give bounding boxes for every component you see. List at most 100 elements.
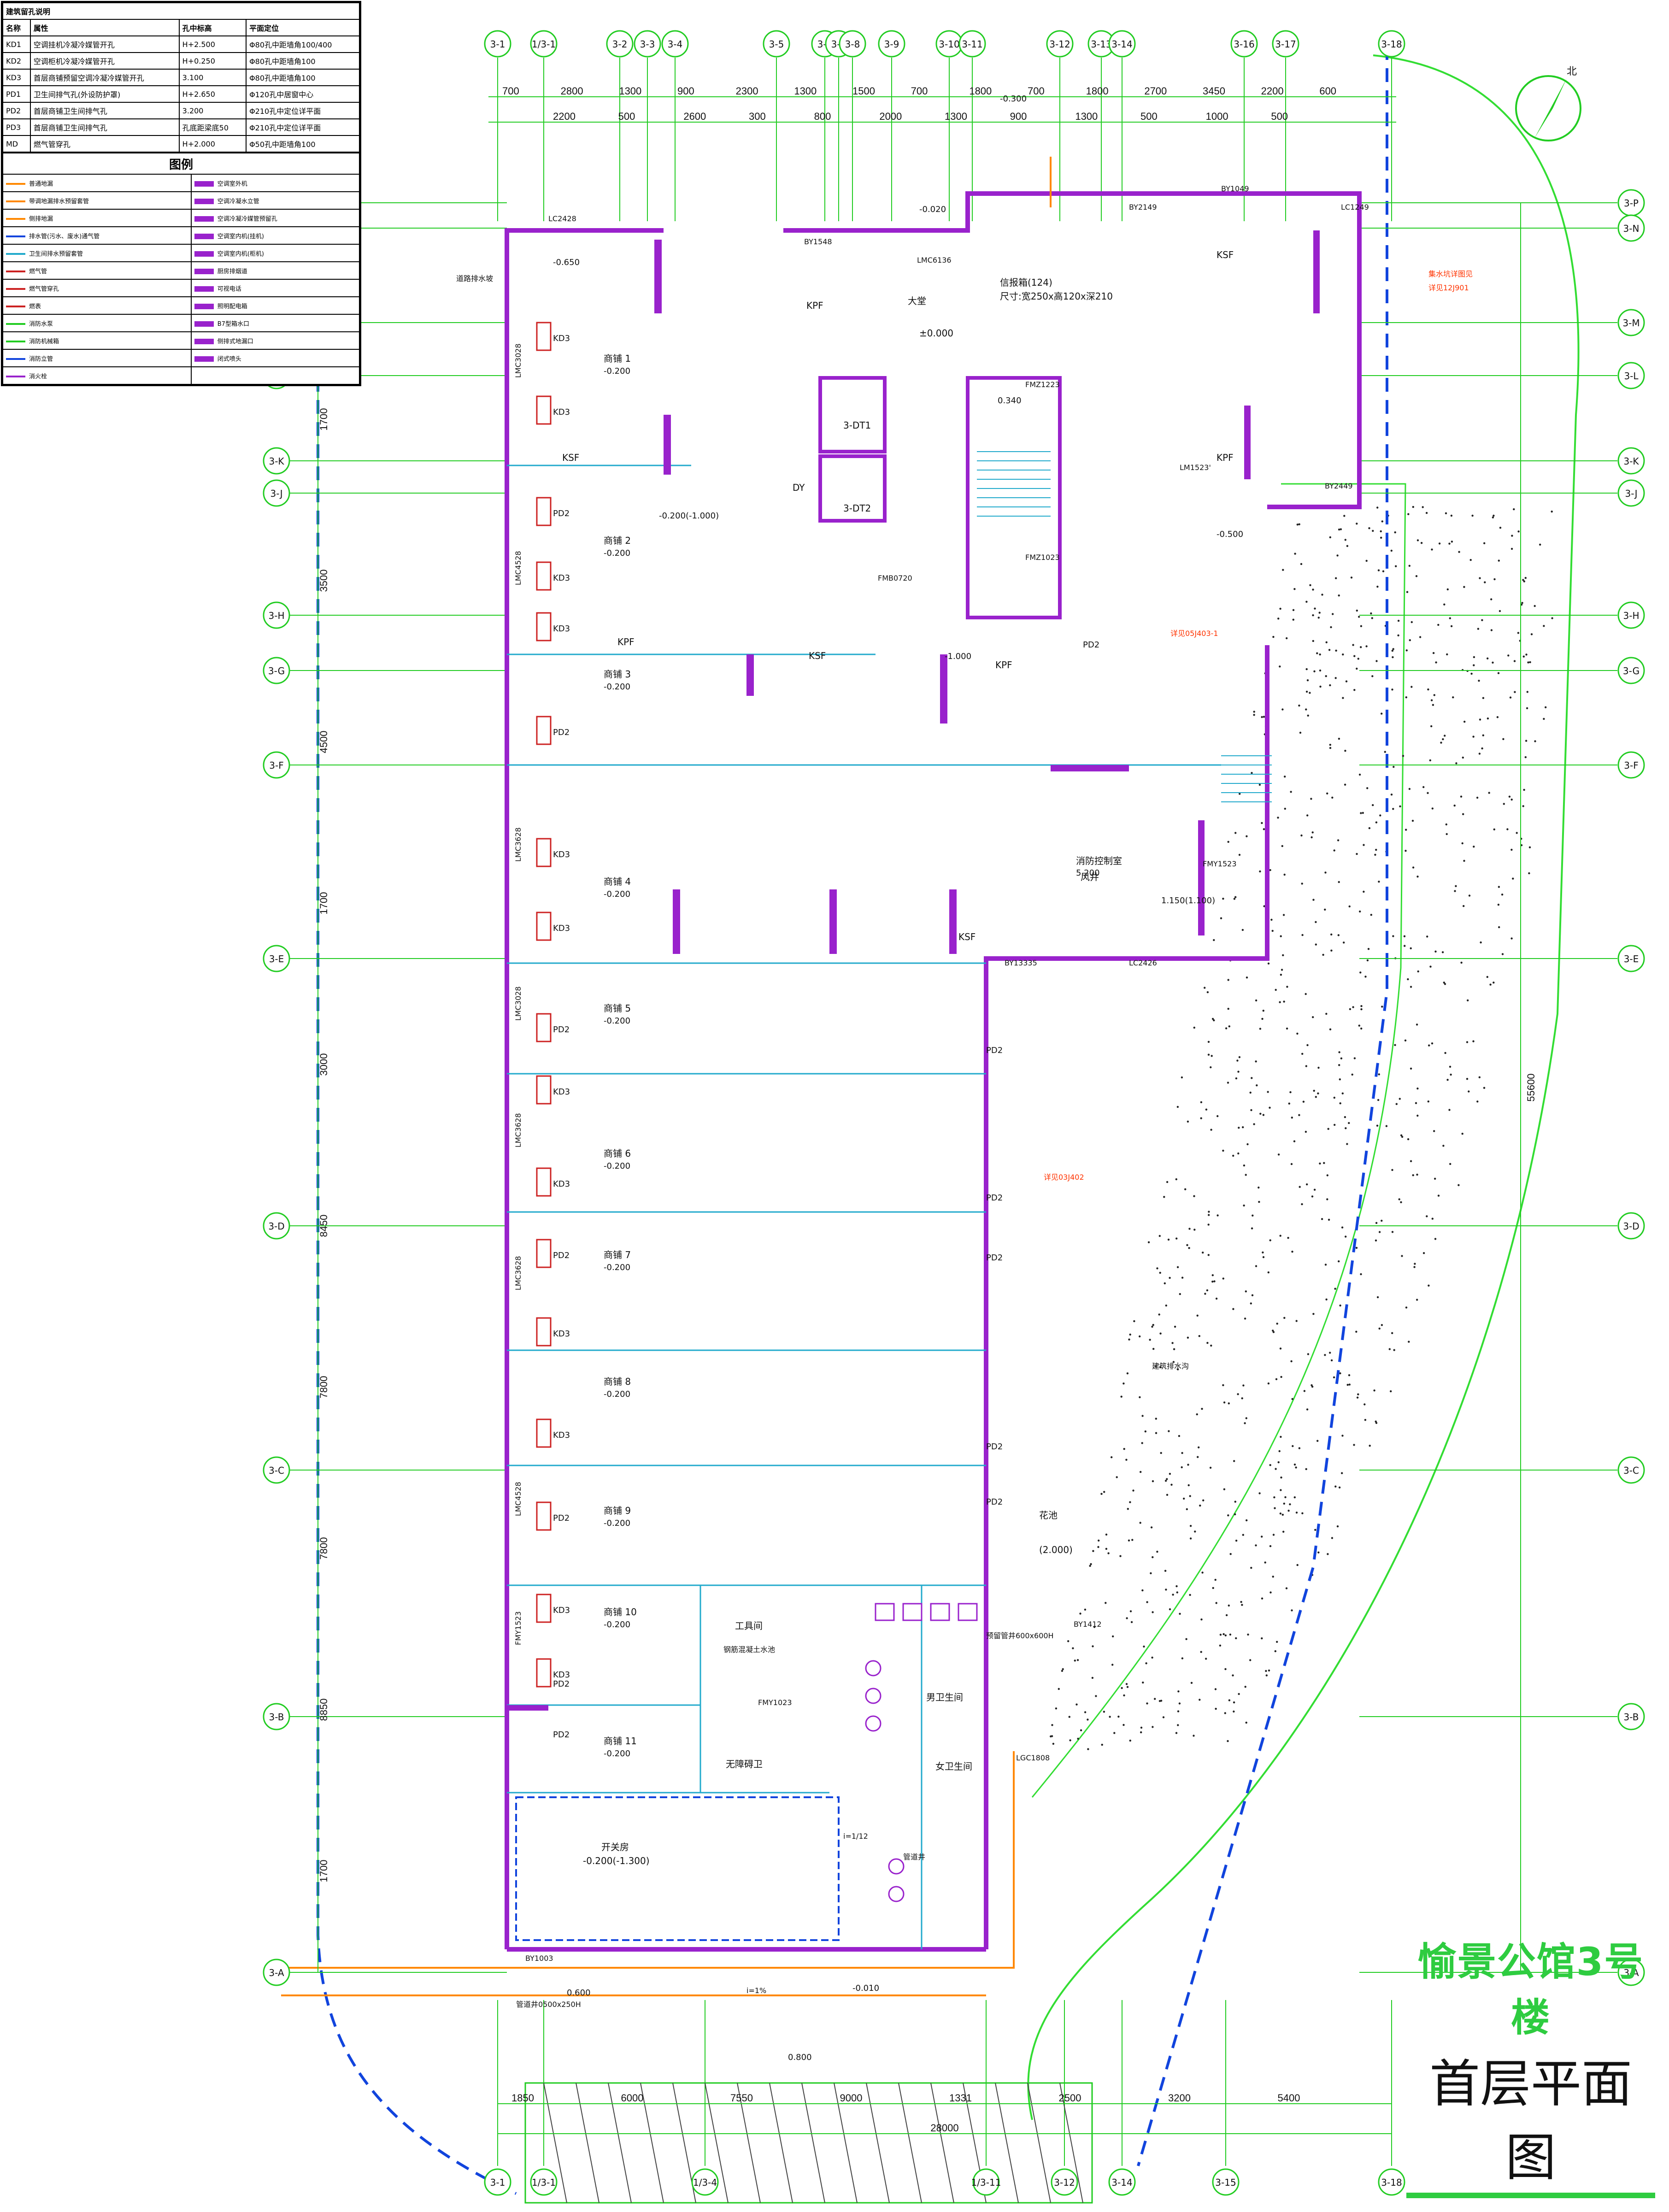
planting-dot: [1355, 1330, 1358, 1333]
planting-dot: [1357, 1393, 1359, 1395]
planting-dot: [1176, 1266, 1179, 1268]
planting-dot: [1426, 1215, 1428, 1218]
planting-dot: [1196, 1413, 1198, 1416]
planting-dot: [1160, 1452, 1162, 1454]
planting-dot: [1364, 1419, 1367, 1421]
planting-dot: [1159, 1332, 1162, 1335]
planting-dot: [1377, 569, 1380, 571]
planting-dot: [1431, 807, 1434, 810]
planting-dot: [1348, 1383, 1351, 1386]
planting-dot: [1201, 1408, 1203, 1410]
planting-dot: [1188, 1247, 1190, 1249]
planting-dot: [1222, 898, 1224, 900]
planting-dot: [1168, 1430, 1170, 1432]
planting-dot: [1305, 668, 1308, 671]
legend-symbol-icon: [6, 323, 25, 325]
room-label-switch-room: 开关房: [601, 1841, 629, 1853]
planting-dot: [1109, 1716, 1111, 1718]
planting-dot: [1223, 1401, 1226, 1404]
planting-dot: [1268, 1669, 1270, 1672]
planting-dot: [1443, 982, 1445, 984]
planting-dot: [1214, 1579, 1216, 1581]
hole-header-cell: 孔中标高: [178, 19, 247, 36]
planting-dot: [1431, 548, 1433, 551]
fire-hydrant-icon: [536, 561, 552, 591]
legend-cell: B7型箱水口: [190, 314, 360, 332]
dimension-left: 4500: [318, 731, 329, 753]
planting-dot: [1488, 792, 1490, 794]
fire-hydrant-icon: [536, 1013, 552, 1042]
planting-dot: [1490, 629, 1493, 631]
axis-bubble-left: [263, 1212, 290, 1240]
planting-dot: [1293, 1463, 1296, 1466]
axis-bubble-top: [1108, 30, 1136, 58]
planting-dot: [1360, 812, 1362, 814]
planting-dot: [1363, 1403, 1366, 1406]
dimension-top-2: 1000: [1206, 111, 1228, 122]
axis-label-top: 3-3: [640, 39, 655, 50]
planting-dot: [1360, 1027, 1363, 1030]
dimension-top: 2800: [561, 85, 583, 97]
door-tag: FMB0720: [878, 574, 912, 582]
planting-dot: [1467, 999, 1469, 1001]
planting-dot: [1416, 1087, 1419, 1090]
planting-dot: [1317, 1092, 1319, 1094]
dimension-top-2: 2200: [553, 111, 576, 122]
planting-dot: [1521, 602, 1523, 604]
planting-dot: [1208, 1211, 1210, 1213]
planting-dot: [1076, 1659, 1079, 1661]
fire-hydrant-icon: [536, 1075, 552, 1105]
legend-label: 消防机械箱: [29, 338, 59, 345]
planting-dot: [1393, 765, 1395, 768]
planting-dot: [1329, 744, 1331, 746]
planting-dot: [1381, 712, 1383, 715]
hole-cell: H+2.650: [178, 85, 247, 103]
planting-dot: [1416, 1024, 1418, 1026]
planting-dot: [1277, 1153, 1280, 1156]
planting-dot: [1328, 649, 1331, 651]
planting-dot: [1374, 853, 1376, 856]
planting-dot: [1463, 586, 1465, 588]
legend-row: 侧排地漏空调冷凝冷媒管预留孔: [2, 209, 360, 227]
elevator-core: [818, 376, 1062, 619]
planting-dot: [1215, 1602, 1217, 1604]
shop-level: -0.200: [604, 1620, 630, 1630]
planting-dot: [1240, 1601, 1242, 1603]
planting-dot: [1242, 1126, 1244, 1129]
planting-dot: [1437, 624, 1440, 626]
planting-dot: [1478, 680, 1480, 682]
planting-dot: [1398, 1198, 1400, 1200]
planting-dot: [1241, 929, 1244, 931]
planting-dot: [1318, 612, 1321, 614]
axis-bubble-right: [1617, 447, 1645, 475]
planting-dot: [1274, 1650, 1276, 1653]
planting-dot: [1522, 805, 1524, 807]
planting-dot: [1242, 1534, 1244, 1536]
perimeter-walkway: [281, 157, 1052, 1996]
planting-dot: [1237, 1152, 1240, 1155]
planting-dot: [1359, 971, 1362, 974]
planting-dot: [1214, 1688, 1217, 1690]
legend-row: 消火栓: [2, 366, 360, 385]
planting-dot: [1479, 577, 1481, 579]
legend-label: 空调室内机(挂机): [217, 233, 264, 240]
planting-dot: [1125, 1459, 1128, 1461]
fire-hydrant-icon: [536, 1658, 552, 1688]
planting-dot: [1187, 1120, 1189, 1123]
planting-dot: [1381, 520, 1383, 523]
planting-dot: [1143, 1645, 1145, 1648]
planting-dot: [1232, 1308, 1234, 1310]
planting-dot: [1084, 1608, 1087, 1611]
planting-dot: [1142, 1681, 1144, 1684]
dimension-top-2: 900: [1010, 111, 1027, 122]
planting-dot: [1326, 1174, 1328, 1177]
planting-dot: [1193, 1735, 1195, 1737]
planting-dot: [1290, 791, 1292, 793]
planting-dot: [1246, 1519, 1248, 1522]
planting-dot: [1483, 1087, 1486, 1089]
shop-level: -0.200: [604, 1263, 630, 1272]
hole-cell: 首层商铺卫生间排气孔: [29, 102, 180, 119]
planting-dot: [1319, 685, 1322, 688]
planting-dot: [1282, 954, 1284, 956]
